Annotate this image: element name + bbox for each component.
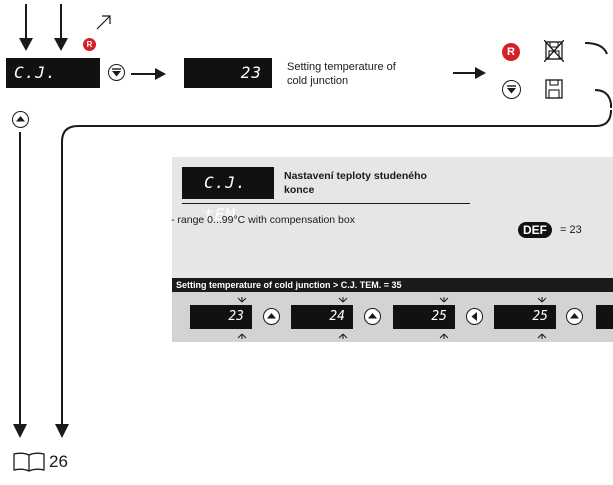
arrow-down-2-icon [54, 4, 68, 51]
up-arrow-button-icon[interactable] [263, 308, 280, 325]
arrow-right-1-icon [131, 68, 166, 80]
sequence-display-2: 24 [291, 305, 353, 329]
sequence-display-1: 23 [190, 305, 252, 329]
main-display: C.J. tEM. [6, 58, 100, 112]
book-icon [13, 452, 45, 472]
arrow-down-1-icon [19, 4, 33, 51]
panel-range-text: - range 0...99°C with compensation box [171, 214, 355, 226]
crossed-out-save-icon [544, 40, 564, 62]
sequence-display-5-partial [596, 305, 613, 329]
r-button-icon: R [83, 38, 96, 51]
def-value: = 23 [560, 224, 582, 236]
floppy-save-icon [545, 79, 563, 99]
panel-divider [182, 203, 470, 204]
diagonal-arrow-icon [96, 15, 111, 30]
panel-title-line-1: Nastavení teploty studeného [284, 170, 427, 182]
description-line-2: cold junction [287, 75, 349, 87]
def-badge: DEF [518, 222, 552, 238]
left-arrow-button-icon[interactable] [466, 308, 483, 325]
down-arrow-button-icon[interactable] [108, 64, 125, 81]
sequence-display-4: 25 [494, 305, 556, 329]
panel-title-line-2: konce [284, 184, 315, 196]
flow-curve-top-icon [585, 42, 608, 55]
page-number: 26 [49, 452, 68, 471]
r-cancel-button-icon[interactable]: R [502, 43, 520, 61]
flow-curve-bottom-icon [595, 89, 612, 108]
down-arrow-button-icon[interactable] [502, 80, 521, 99]
panel-display: C.J. tEM. [182, 167, 274, 224]
up-arrow-button-icon[interactable] [566, 308, 583, 325]
description-line-1: Setting temperature of [287, 61, 396, 73]
up-arrow-button-icon[interactable] [364, 308, 381, 325]
sequence-display-3: 25 [393, 305, 455, 329]
arrow-right-2-icon [453, 67, 486, 79]
panel-status-bar: Setting temperature of cold junction > C… [172, 278, 613, 292]
up-arrow-button-icon[interactable] [12, 111, 29, 128]
value-display: 23 [184, 58, 272, 88]
